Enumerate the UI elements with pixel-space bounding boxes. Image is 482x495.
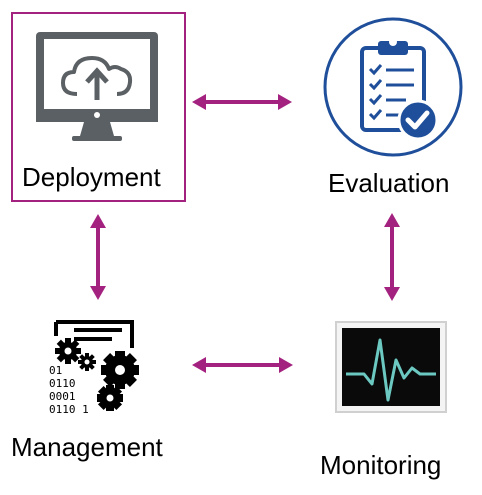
arrow-evaluation-monitoring [384,213,400,301]
arrow-deployment-evaluation [192,94,292,110]
binary-line: 0110 [49,377,76,390]
evaluation-label: Evaluation [328,168,450,198]
evaluation-node[interactable]: Evaluation [320,14,470,204]
monitoring-label: Monitoring [320,450,442,480]
heartbeat-monitor-icon [335,321,447,413]
monitoring-node[interactable]: Monitoring [318,320,468,480]
deployment-label: Deployment [22,162,161,192]
management-label: Management [11,432,163,462]
binary-line: 0001 [49,390,76,403]
arrow-management-monitoring [192,357,293,373]
cloud-upload-monitor-icon [36,32,158,141]
deployment-node[interactable]: Deployment [11,12,186,202]
clipboard-checklist-icon [323,17,463,157]
binary-line: 0110 1 [49,403,89,416]
binary-text: 01 0110 0001 0110 1 [49,364,89,416]
management-node[interactable]: 01 0110 0001 0110 1 Management [8,318,188,468]
binary-line: 01 [49,364,63,377]
selection-frame [11,12,186,202]
arrow-deployment-management [90,214,106,300]
binary-gears-icon [54,320,139,411]
